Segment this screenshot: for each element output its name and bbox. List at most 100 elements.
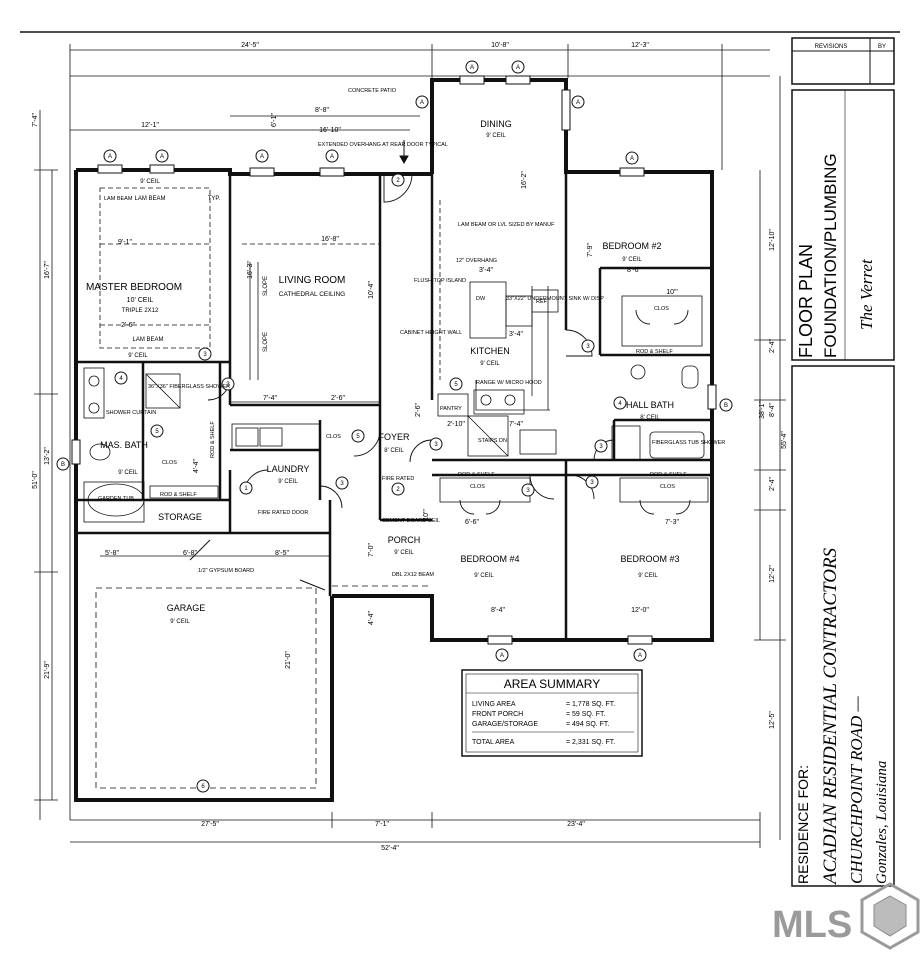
plan-notes: CONCRETE PATIO EXTENDED OVERHANG AT REAR… [98, 88, 725, 578]
note-stairs: STAIRS DN [478, 438, 507, 444]
room-living-name: LIVING ROOM [279, 275, 346, 286]
note-rod-shelf-vert: ROD & SHELF [210, 421, 216, 458]
area-row-value: = 1,778 SQ. FT. [566, 701, 615, 708]
room-master-ceil: 9' CEIL [140, 179, 160, 185]
room-hallbath-name: HALL BATH [626, 400, 674, 410]
dim-misc: 6'-8" [183, 550, 197, 557]
dim-right-total: 55'-4" [781, 431, 788, 449]
windows [71, 75, 717, 645]
svg-text:3: 3 [434, 442, 438, 448]
door-tag-icon: 3 [581, 339, 595, 353]
room-bed2-ceil: 9' CEIL [622, 257, 642, 263]
note-lam-beam-lvl: LAM BEAM OR LVL SIZED BY MANUF [458, 222, 555, 228]
window-tag-icon: A [625, 151, 639, 165]
dim-misc: 4'-4" [368, 611, 375, 625]
note-flush-top: FLUSH TOP ISLAND [414, 278, 466, 284]
room-dining-name: DINING [480, 119, 512, 129]
door-tag-icon: 5 [150, 424, 164, 438]
dim-misc: 4'-4" [193, 459, 200, 473]
dim-left-2: 16'-7" [44, 261, 51, 279]
room-porch-ceil: 9' CEIL [394, 550, 414, 556]
svg-text:1: 1 [244, 486, 248, 492]
door-tag-icon: 3 [335, 476, 349, 490]
svg-text:3: 3 [226, 382, 230, 388]
note-fire-rated-door: FIRE RATED DOOR [258, 510, 308, 516]
dim-right-6: 12'-5" [769, 711, 776, 729]
dim-misc: 7'-3" [665, 519, 679, 526]
note-clos: CLOS [326, 434, 341, 440]
room-garage-name: GARAGE [167, 603, 206, 613]
note-garden-tub: GARDEN TUB [98, 496, 134, 502]
svg-text:6: 6 [201, 784, 205, 790]
room-foyer-ceil: 8' CEIL [384, 448, 404, 454]
note-overhang: EXTENDED OVERHANG AT REAR DOOR TYPICAL [318, 142, 448, 148]
door-tag-icon: 5 [449, 377, 463, 391]
note-dw: DW [476, 296, 486, 302]
slope-label: SLOPE [263, 276, 269, 296]
svg-text:A: A [108, 154, 112, 160]
note-patio: CONCRETE PATIO [348, 88, 397, 94]
area-total-value: = 2,331 SQ. FT. [566, 739, 615, 746]
dim-misc: 2'-6" [415, 403, 422, 417]
door-tag-icon: 3 [429, 437, 443, 451]
svg-text:3: 3 [586, 344, 590, 350]
note-clos: CLOS [660, 484, 675, 490]
dim-top-1: 24'-5" [241, 42, 259, 49]
dimension-lines [34, 44, 786, 848]
area-summary-box: AREA SUMMARY LIVING AREA = 1,778 SQ. FT.… [461, 669, 643, 757]
window-tag-icon: A [103, 149, 117, 163]
window-tags: A A A A A A A A A B B A A [56, 60, 733, 662]
door-tag-icon: 3 [521, 483, 535, 497]
svg-text:A: A [420, 100, 424, 106]
svg-text:A: A [516, 65, 520, 71]
detail-lines [83, 187, 709, 789]
window-tag-icon: A [255, 149, 269, 163]
svg-text:A: A [500, 653, 504, 659]
room-bed3-name: BEDROOM #3 [620, 554, 679, 564]
door-tag-icon: 6 [196, 779, 210, 793]
room-dining-ceil: 9' CEIL [486, 133, 506, 139]
room-foyer-name: FOYER [378, 432, 410, 442]
title-block: REVISIONS BY FLOOR PLAN FOUNDATION/PLUMB… [791, 37, 895, 887]
note-range: RANGE W/ MICRO HOOD [476, 380, 542, 386]
note-rod-shelf: ROD & SHELF [458, 472, 495, 478]
svg-text:A: A [630, 156, 634, 162]
area-row-label: LIVING AREA [472, 701, 516, 708]
area-row-value: = 494 SQ. FT. [566, 721, 609, 728]
dim-left-3: 13'-2" [44, 447, 51, 465]
window-tag-icon: A [511, 60, 525, 74]
dim-misc: 7'-9" [587, 243, 594, 257]
room-porch-name: PORCH [388, 535, 421, 545]
door-tag-icon: 2 [391, 482, 405, 496]
room-laundry-name: LAUNDRY [267, 464, 310, 474]
room-master-ceil: 10' CEIL [127, 297, 154, 304]
dim-bottom-total: 52'-4" [381, 845, 399, 852]
note-cabinet: CABINET HEIGHT WALL [400, 330, 462, 336]
svg-text:A: A [330, 154, 334, 160]
svg-text:4: 4 [618, 401, 622, 407]
svg-text:3: 3 [599, 444, 603, 450]
sheet-title-foundation: FOUNDATION/PLUMBING [821, 153, 840, 358]
window-tag-icon: B [719, 398, 733, 412]
room-laundry-ceil: 9' CEIL [278, 479, 298, 485]
dim-right-5: 12'-2" [769, 565, 776, 583]
dim-misc: 3'-4" [479, 267, 493, 274]
dim-misc: 6'-1" [271, 113, 278, 127]
note-sink: 33"X22" UNDERMOUNT SINK W/ DISP [506, 296, 604, 302]
mls-logo: MLS [772, 882, 920, 950]
dim-misc: 12'-1" [141, 122, 159, 129]
dim-misc: 16'-3" [247, 261, 254, 279]
window-tag-icon: A [415, 95, 429, 109]
door-tag-icon: 4 [613, 396, 627, 410]
dim-misc: 2'-6" [121, 322, 135, 329]
note-rod-shelf: ROD & SHELF [160, 492, 197, 498]
room-living-ceil: CATHEDRAL CEILING [279, 291, 345, 298]
dim-misc: 16'-8" [321, 236, 339, 243]
dim-bottom-2: 7'-1" [375, 821, 389, 828]
plan-name: The Verret [857, 258, 876, 330]
area-row-label: FRONT PORCH [472, 711, 523, 718]
room-bed3-ceil: 9' CEIL [638, 573, 658, 579]
area-total-label: TOTAL AREA [472, 739, 515, 746]
dim-misc: 10'" [666, 289, 678, 296]
dim-left-total: 51'-0" [32, 471, 39, 489]
